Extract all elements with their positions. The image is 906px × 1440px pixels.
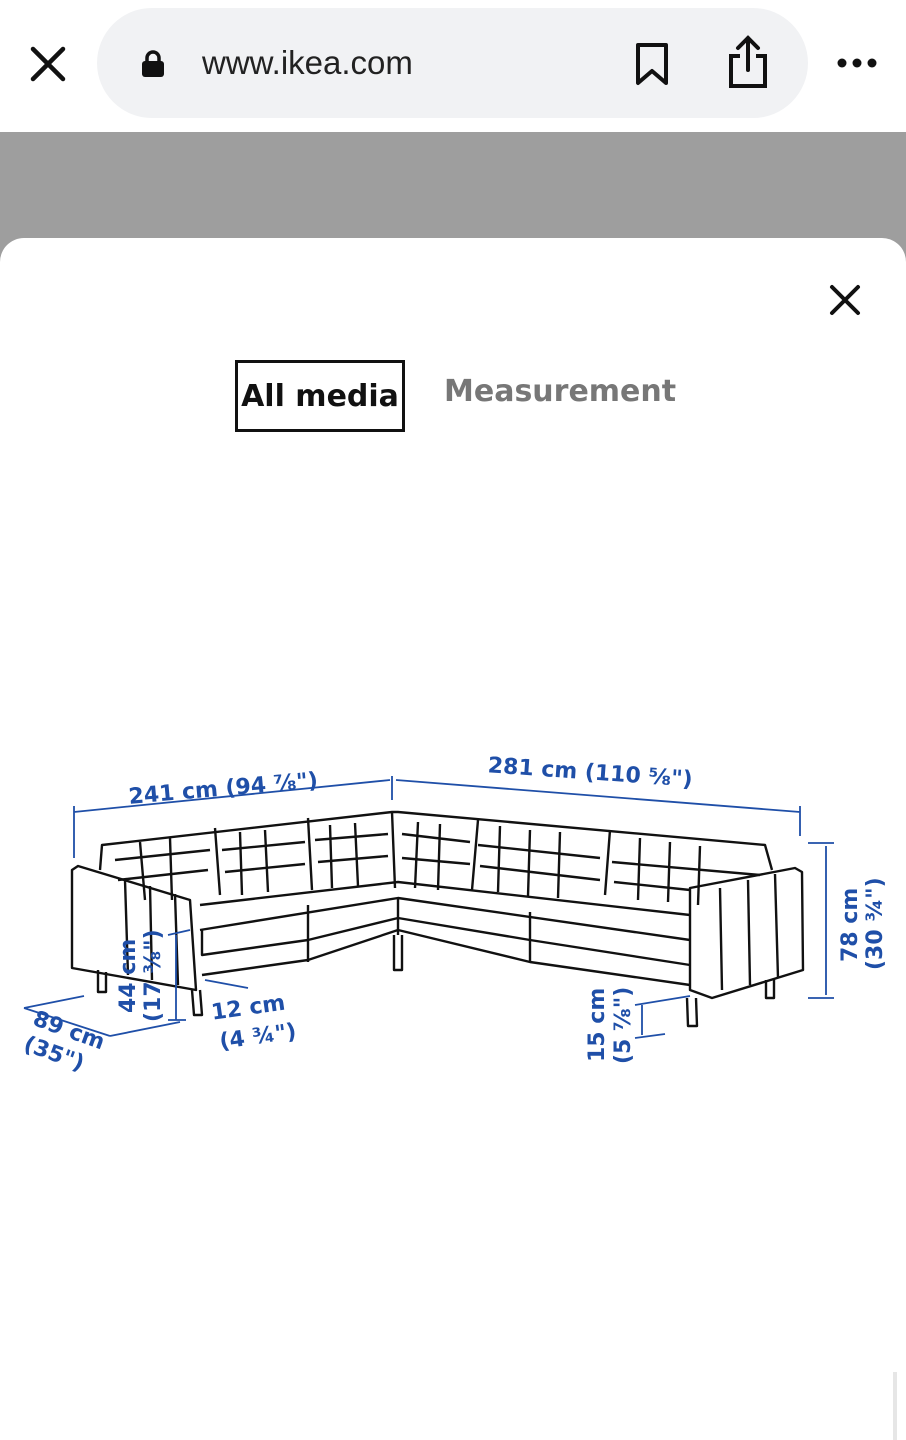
lock-icon [142, 50, 164, 77]
close-icon[interactable] [828, 283, 862, 317]
dimension-leg-cm: 12 cm [210, 991, 287, 1026]
bookmark-icon[interactable] [634, 42, 670, 86]
tab-all-media[interactable]: All media [235, 360, 405, 432]
close-icon[interactable] [28, 44, 68, 84]
dimension-leg-in: (4 ¾") [218, 1019, 298, 1055]
dimension-seat-height-in: (17 ⅜") [141, 929, 166, 1022]
sofa-dimension-drawing: 241 cm (94 ⅞") 281 cm (110 ⅝") 78 cm (30… [20, 753, 888, 1076]
tab-measurement[interactable]: Measurement [444, 374, 676, 409]
scrollbar[interactable] [893, 1372, 897, 1440]
more-icon[interactable] [836, 52, 878, 74]
sofa-outline [70, 810, 805, 1028]
dimension-lines [23, 776, 834, 1039]
tab-label: All media [241, 378, 399, 414]
dimension-clearance-cm: 15 cm [585, 988, 610, 1062]
dimension-clearance-in: (5 ⅞") [611, 987, 636, 1064]
dimension-height-cm: 78 cm [838, 888, 863, 962]
browser-toolbar: www.ikea.com [0, 0, 906, 132]
share-icon[interactable] [726, 34, 770, 90]
dimension-right-width: 281 cm (110 ⅝") [487, 753, 693, 792]
dimension-left-width: 241 cm (94 ⅞") [128, 768, 319, 809]
dimension-seat-height-cm: 44 cm [116, 939, 141, 1013]
address-bar[interactable] [97, 8, 808, 118]
tab-label: Measurement [444, 374, 677, 409]
dimension-height-in: (30 ¾") [863, 877, 888, 970]
url-text[interactable]: www.ikea.com [202, 44, 413, 81]
